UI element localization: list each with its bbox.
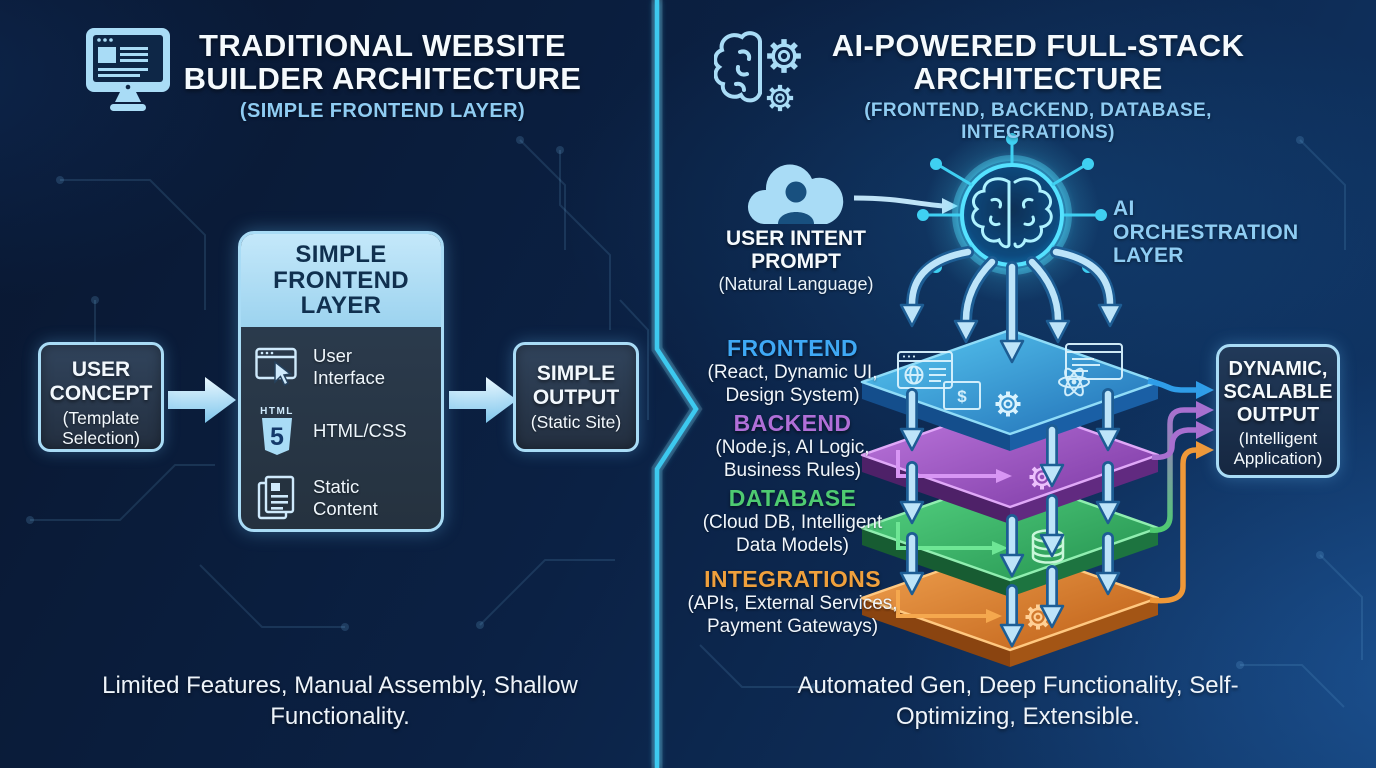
simple-frontend-layer-box: SIMPLE FRONTEND LAYER User Interface (238, 231, 444, 532)
monitor-icon (78, 26, 178, 118)
divider-chevron (651, 0, 703, 768)
layer-label-database: DATABASE (728, 485, 857, 511)
left-caption: Limited Features, Manual Assembly, Shall… (102, 672, 578, 731)
stack-layer-frontend: $ (860, 328, 1160, 451)
svg-text:5: 5 (270, 423, 284, 451)
dynamic-output-subtitle: (Intelligent Application) (1233, 429, 1323, 468)
terminal-window-icon (1065, 343, 1123, 380)
browser-pointer-icon (253, 346, 301, 388)
brain-gears-icon (714, 26, 810, 126)
flow-arrow-1 (168, 377, 236, 423)
frontend-layer-item-label: Static Content (313, 475, 378, 519)
left-subtitle: (SIMPLE FRONTEND LAYER) (239, 100, 526, 122)
browser-globe-icon (897, 351, 953, 389)
dynamic-output-title: DYNAMIC, SCALABLE OUTPUT (1223, 358, 1333, 426)
flow-arrow-icon (896, 590, 1002, 623)
right-caption: Automated Gen, Deep Functionality, Self-… (797, 672, 1239, 731)
user-concept-box: USER CONCEPT (Template Selection) (38, 342, 164, 452)
user-intent-subtitle: (Natural Language) (718, 274, 874, 294)
html5-shield-icon: HTML 5 (253, 404, 301, 458)
flow-arrow-2 (449, 377, 517, 423)
brain-icon (971, 177, 1053, 249)
flow-arrow-icon (896, 522, 1008, 555)
right-title: AI-POWERED FULL-STACK ARCHITECTURE (831, 28, 1245, 96)
layer-desc-database: (Cloud DB, Intelligent Data Models) (702, 512, 883, 556)
layer-desc-backend: (Node.js, AI Logic, Business Rules) (715, 437, 870, 481)
dynamic-output-box: DYNAMIC, SCALABLE OUTPUT (Intelligent Ap… (1216, 344, 1340, 478)
left-title: TRADITIONAL WEBSITE BUILDER ARCHITECTURE (183, 28, 582, 96)
layer-desc-integrations: (APIs, External Services, Payment Gatewa… (687, 593, 898, 637)
simple-output-title: SIMPLE OUTPUT (532, 362, 620, 409)
code-file-icon: $ (943, 381, 981, 410)
layer-label-frontend: FRONTEND (727, 335, 858, 361)
cloud-user-icon (736, 148, 854, 236)
frontend-layer-item: Static Content (253, 474, 429, 522)
simple-output-subtitle: (Static Site) (530, 412, 622, 433)
frontend-layer-item-label: HTML/CSS (313, 420, 407, 441)
simple-frontend-layer-title: SIMPLE FRONTEND LAYER (241, 234, 441, 327)
simple-output-box: SIMPLE OUTPUT (Static Site) (513, 342, 639, 452)
svg-text:$: $ (957, 387, 967, 406)
svg-text:HTML: HTML (260, 406, 294, 417)
documents-icon (253, 474, 301, 522)
stack-layer-backend (860, 401, 1160, 524)
layer-desc-frontend: (React, Dynamic UI, Design System) (707, 362, 878, 406)
frontend-layer-item-label: User Interface (313, 344, 385, 388)
ai-orchestration-label: AI ORCHESTRATION LAYER (1113, 197, 1299, 268)
flow-arrow-icon (896, 450, 1012, 483)
user-intent-title: USER INTENT PROMPT (725, 227, 866, 274)
frontend-layer-item: User Interface (253, 345, 429, 389)
layer-label-backend: BACKEND (733, 410, 852, 436)
orchestration-fan-arrows (899, 246, 1123, 364)
user-concept-subtitle: (Template Selection) (62, 408, 140, 449)
user-concept-title: USER CONCEPT (49, 358, 153, 405)
right-subtitle: (FRONTEND, BACKEND, DATABASE, INTEGRATIO… (864, 100, 1212, 143)
layer-label-integrations: INTEGRATIONS (704, 566, 881, 592)
frontend-layer-item: HTML 5 HTML/CSS (253, 404, 429, 458)
output-connectors (1147, 378, 1214, 604)
